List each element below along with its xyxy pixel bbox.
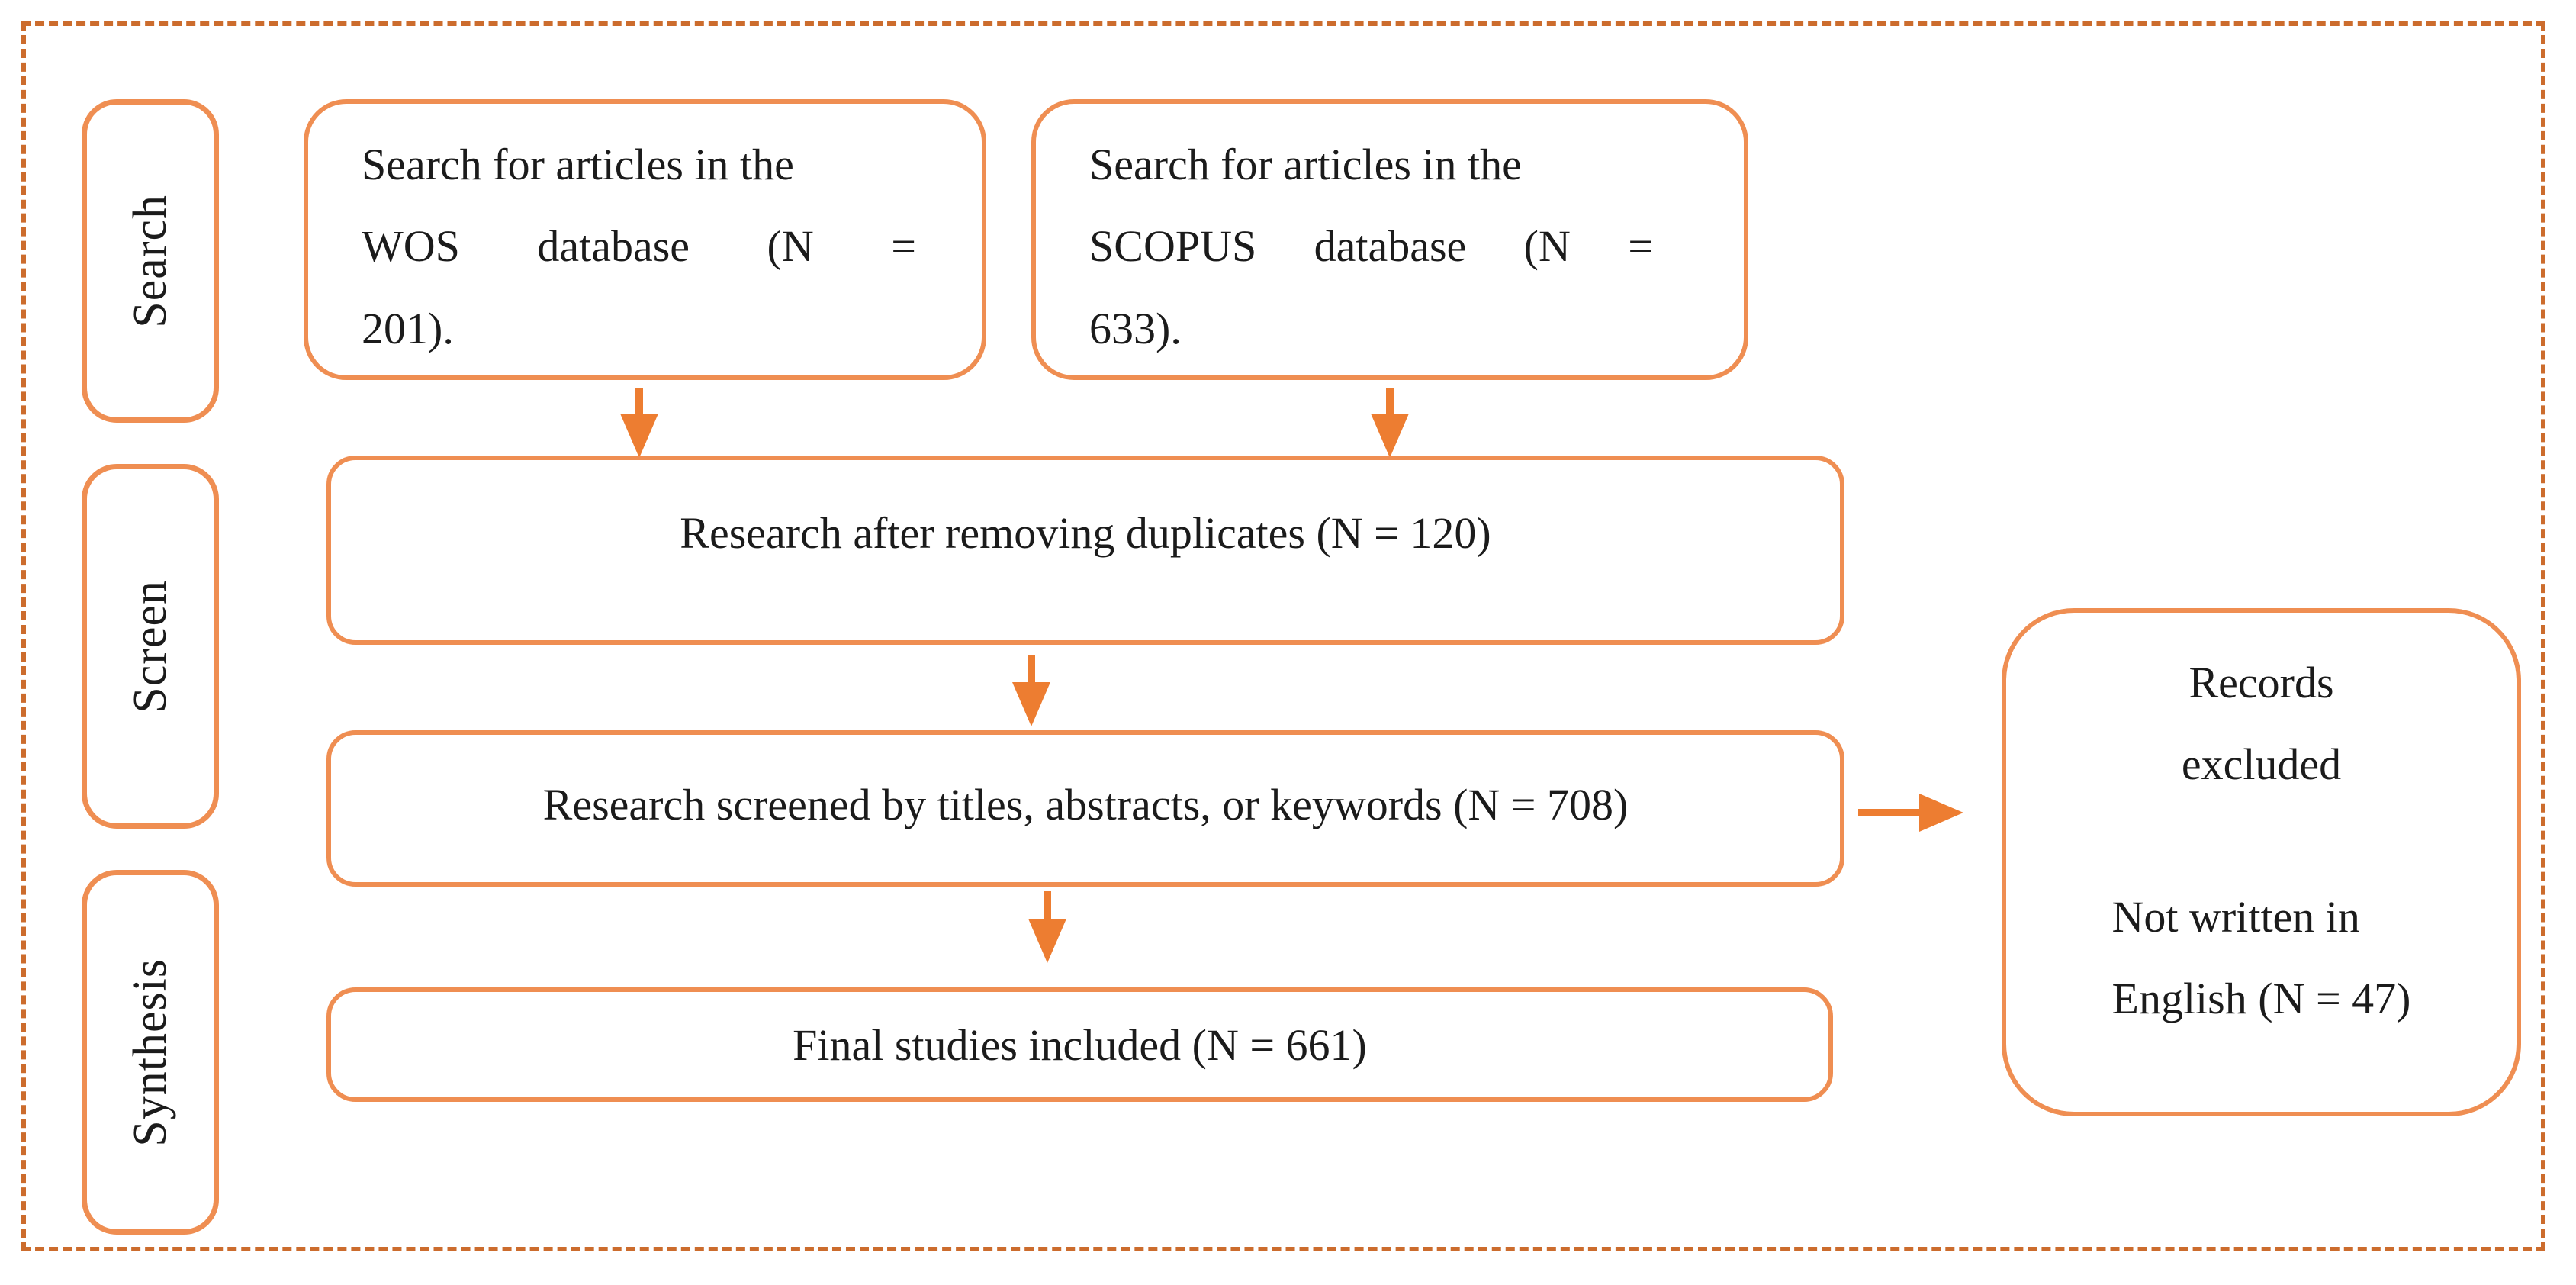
stage-label-synthesis: Synthesis [124, 958, 176, 1147]
box-screened: Research screened by titles, abstracts, … [326, 730, 1844, 887]
excluded-reason-line-1: Not written in [2111, 891, 2360, 942]
stage-label-search: Search [124, 194, 176, 328]
arrowhead-right-icon [1919, 794, 1963, 832]
arrowhead-down-icon [1012, 682, 1050, 726]
arrow-screened-to-final [1028, 891, 1066, 963]
final-text: Final studies included (N = 661) [793, 1020, 1367, 1070]
wos-line-2: WOS database (N = [362, 221, 916, 272]
outer-dashed-border [21, 21, 2545, 1251]
scopus-line-1: Search for articles in the [1089, 140, 1522, 189]
excluded-title-line-1: Records [2188, 658, 2334, 707]
stage-box-synthesis: Synthesis [82, 870, 219, 1235]
arrowhead-down-icon [1371, 414, 1409, 458]
excluded-title-line-2: excluded [2181, 739, 2342, 790]
scopus-line-3: 633). [1089, 303, 1182, 353]
duplicates-text: Research after removing duplicates (N = … [680, 508, 1491, 558]
box-scopus-search: Search for articles in the SCOPUS databa… [1031, 99, 1748, 380]
arrow-wos-to-duplicates [620, 388, 658, 458]
screened-text: Research screened by titles, abstracts, … [542, 780, 1629, 829]
arrow-screened-to-excluded [1858, 794, 1963, 832]
excluded-reason-line-2: English (N = 47) [2111, 973, 2411, 1023]
excluded-title: Records excluded [2006, 613, 2517, 806]
stage-label-screen: Screen [124, 579, 176, 713]
box-final-studies: Final studies included (N = 661) [326, 987, 1833, 1102]
wos-line-1: Search for articles in the [362, 140, 794, 189]
wos-line-3: 201). [362, 303, 454, 353]
scopus-line-2: SCOPUS database (N = [1089, 221, 1653, 272]
arrow-duplicates-to-screened [1012, 655, 1050, 726]
excluded-reason: Not written in English (N = 47) [2112, 876, 2411, 1040]
arrow-scopus-to-duplicates [1371, 388, 1409, 458]
box-records-excluded: Records excluded Not written in English … [2002, 608, 2521, 1116]
arrowhead-down-icon [1028, 919, 1066, 963]
stage-box-screen: Screen [82, 464, 219, 829]
arrowhead-down-icon [620, 414, 658, 458]
box-wos-search: Search for articles in the WOS database … [304, 99, 986, 380]
stage-box-search: Search [82, 99, 219, 423]
box-duplicates-removed: Research after removing duplicates (N = … [326, 456, 1844, 645]
